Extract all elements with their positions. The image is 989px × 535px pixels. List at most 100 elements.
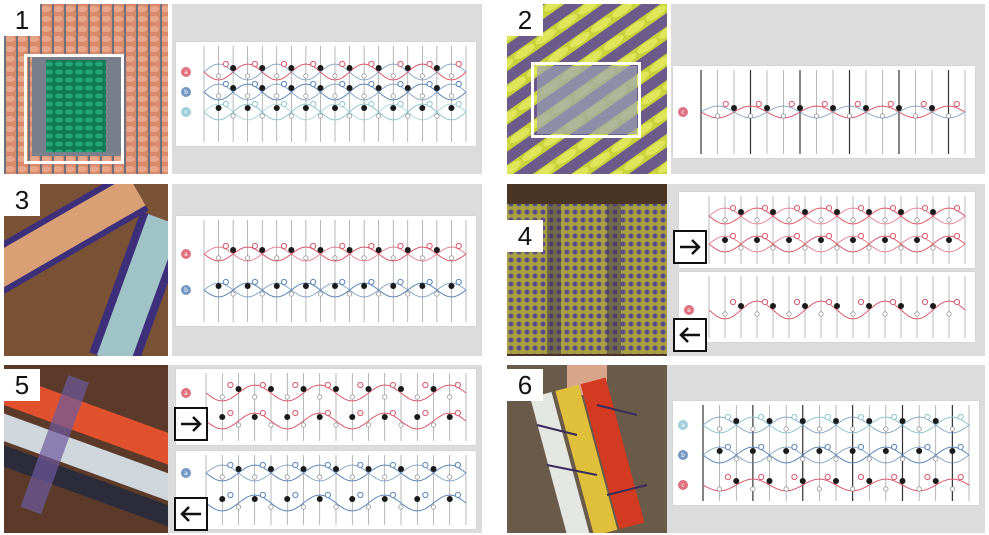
interlace-marker: [921, 204, 929, 212]
interlace-marker: [857, 473, 865, 481]
thread-path: [203, 282, 467, 298]
thread-path: [702, 478, 970, 492]
warp-dot-down: [946, 311, 952, 317]
warp-dot-down: [390, 93, 396, 99]
interlace-marker: [368, 100, 375, 108]
interlace-marker: [455, 242, 462, 250]
warp-dot-up: [764, 105, 770, 111]
interlace-marker: [259, 381, 266, 389]
interlace-marker: [251, 80, 259, 88]
warp-dot-up: [766, 478, 773, 484]
arrow-right-icon: [673, 230, 707, 264]
warp-dot-down: [347, 113, 353, 119]
warp-dot-down: [419, 93, 425, 99]
interlace-marker: [455, 278, 462, 286]
interlace-marker: [761, 204, 769, 212]
warp-dot-up: [754, 237, 760, 243]
warp-dot-down: [916, 486, 922, 492]
warp-dot-down: [933, 456, 939, 462]
warp-dot-down: [349, 394, 355, 400]
warp-dot-down: [818, 217, 824, 223]
warp-dot-up: [802, 303, 808, 309]
interlace-marker: [454, 381, 461, 389]
panel-number: 1: [4, 4, 40, 36]
warp-dot-down: [882, 217, 888, 223]
warp-dot-up: [268, 466, 274, 472]
warp-dot-down: [405, 113, 411, 119]
warp-dot-down: [913, 113, 919, 119]
thread-path: [205, 494, 467, 512]
warp-dot-down: [405, 291, 411, 297]
thread-diagram-2: c: [673, 66, 975, 158]
warp-dot-up: [361, 283, 368, 289]
warp-dot-down: [268, 504, 274, 510]
interlace-marker: [357, 381, 364, 389]
warp-dot-down: [783, 426, 789, 432]
warp-dot-down: [332, 73, 338, 79]
interlace-marker: [791, 443, 798, 451]
interlace-marker: [397, 60, 404, 68]
warp-dot-up: [866, 418, 873, 424]
interlace-marker: [222, 100, 229, 108]
warp-dot-up: [722, 237, 728, 243]
warp-dot-down: [770, 245, 776, 251]
interlace-marker: [791, 413, 798, 421]
warp-dot-down: [883, 426, 889, 432]
interlace-marker: [227, 461, 234, 469]
warp-dot-down: [722, 311, 728, 317]
thread-diagram-4-backward: a: [679, 272, 975, 342]
warp-dot-up: [834, 209, 840, 215]
thread-label-badge: [678, 450, 688, 460]
interlace-marker: [422, 491, 429, 499]
arrow-right-icon: [174, 407, 208, 441]
warp-dot-down: [949, 426, 955, 432]
warp-dot-down: [274, 255, 280, 261]
warp-dot-down: [332, 93, 338, 99]
thread-diagram-5-forward: a: [176, 369, 476, 445]
interlace-marker: [339, 60, 346, 68]
warp-dot-down: [382, 474, 388, 480]
zoom-frame: [24, 54, 124, 164]
warp-dot-down: [390, 73, 396, 79]
warp-dot-down: [333, 504, 339, 510]
warp-dot-up: [333, 386, 339, 392]
interlace-marker: [793, 204, 801, 212]
thread-label-badge: [678, 420, 688, 430]
warp-dot-up: [433, 65, 440, 71]
warp-dot-down: [414, 394, 420, 400]
weaving-photo-1: [4, 4, 168, 174]
warp-dot-down: [376, 113, 382, 119]
warp-dot-down: [914, 311, 920, 317]
warp-dot-down: [866, 456, 872, 462]
warp-dot-up: [302, 105, 309, 111]
weaving-photo-6: [507, 365, 667, 533]
thread-label-badge: [678, 480, 688, 490]
warp-dot-up: [346, 65, 353, 71]
warp-dot-up: [215, 105, 222, 111]
warp-dot-up: [390, 283, 397, 289]
warp-dot-down: [717, 426, 723, 432]
warp-dot-up: [816, 448, 823, 454]
interlace-marker: [454, 409, 461, 417]
warp-dot-up: [288, 247, 295, 253]
warp-dot-up: [361, 105, 368, 111]
warp-dot-up: [273, 283, 280, 289]
warp-dot-up: [932, 478, 939, 484]
warp-dot-down: [347, 291, 353, 297]
warp-dot-down: [818, 311, 824, 317]
warp-dot-down: [916, 426, 922, 432]
warp-dot-up: [899, 478, 906, 484]
interlace-marker: [924, 413, 931, 421]
warp-dot-down: [834, 245, 840, 251]
thread-label: b: [184, 287, 188, 294]
warp-dot-up: [802, 209, 808, 215]
thread-label-badge: [181, 249, 191, 259]
interlace-marker: [251, 100, 259, 108]
warp-dot-down: [748, 113, 754, 119]
thread-label: a: [184, 390, 188, 397]
warp-dot-up: [317, 247, 324, 253]
interlace-marker: [339, 242, 346, 250]
warp-dot-up: [284, 414, 291, 420]
